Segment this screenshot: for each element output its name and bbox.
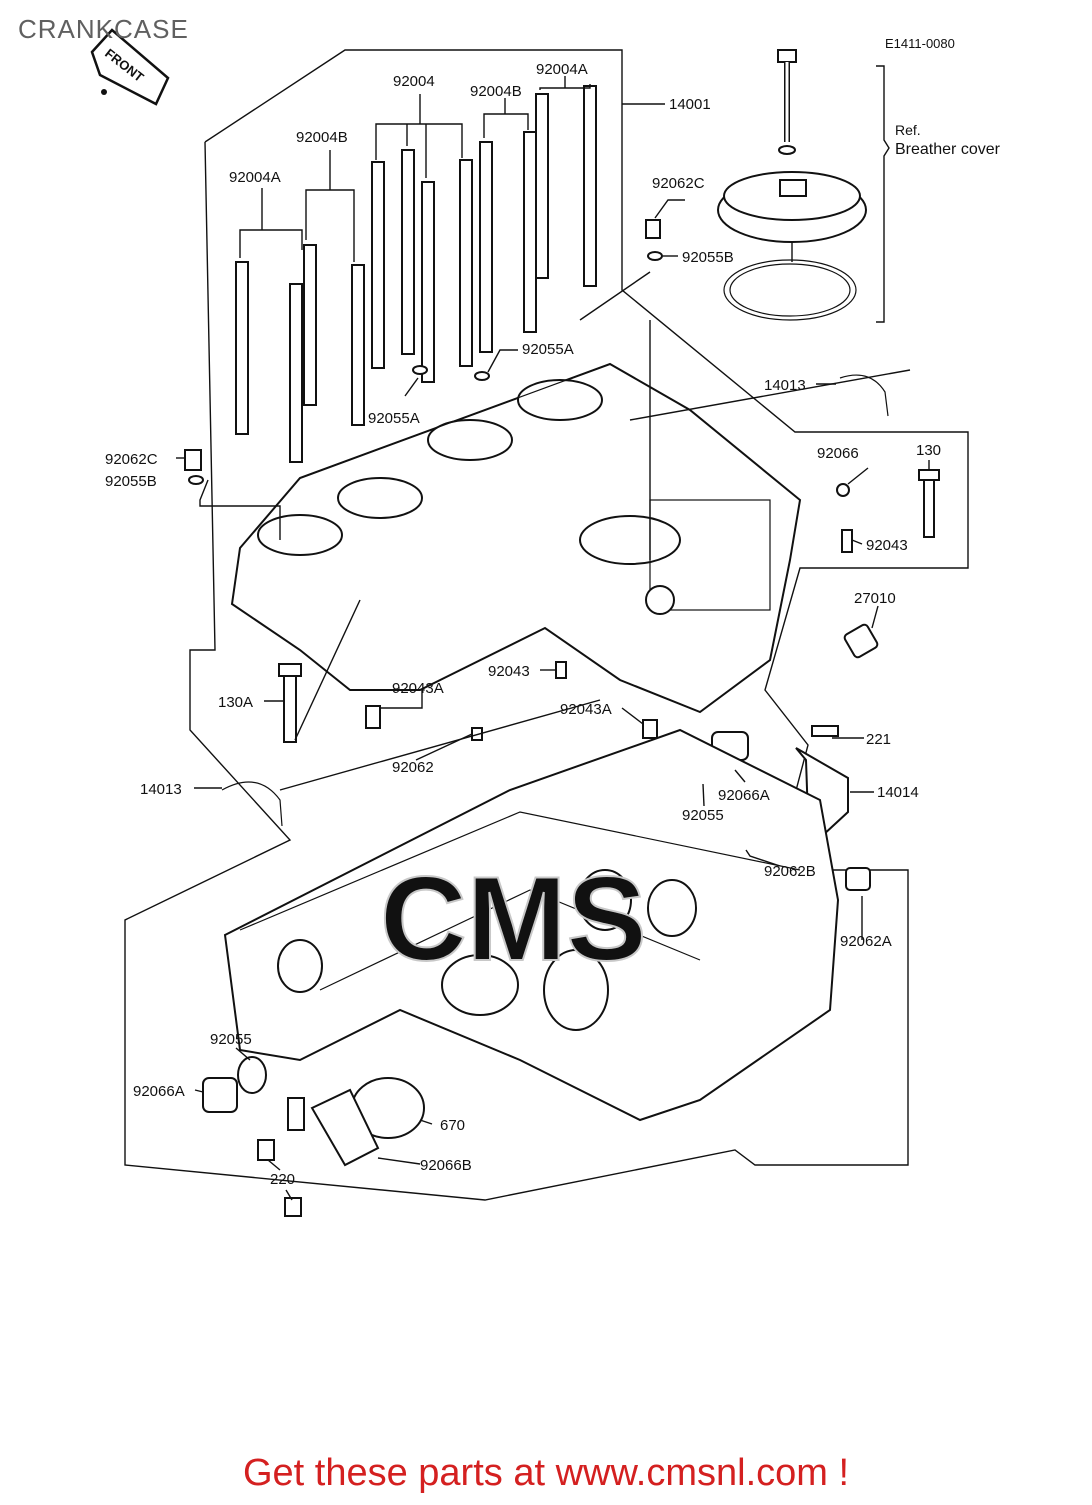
label-92043-right: 92043 xyxy=(866,537,908,554)
label-92066a-left: 92066A xyxy=(133,1083,185,1100)
label-92062a: 92062A xyxy=(840,933,892,950)
label-92055a-mid: 92055A xyxy=(522,341,574,358)
label-92066b: 92066B xyxy=(420,1157,472,1174)
label-220: 220 xyxy=(270,1171,295,1188)
label-92004a-left: 92004A xyxy=(229,169,281,186)
breather-cover-assembly xyxy=(717,49,867,321)
part-leader-lines xyxy=(176,199,930,1201)
label-92004b-left: 92004B xyxy=(296,129,348,146)
label-92055b-left: 92055B xyxy=(105,473,157,490)
page-title: CRANKCASE xyxy=(18,14,189,44)
label-92066: 92066 xyxy=(817,445,859,462)
label-14013-bottom: 14013 xyxy=(140,781,182,798)
label-130a: 130A xyxy=(218,694,253,711)
label-92055-mid: 92055 xyxy=(682,807,724,824)
breather-cover-label: Breather cover xyxy=(895,141,1001,158)
part-labels: 92004 92004A 92004B 92004B 92004A 14001 … xyxy=(105,61,941,1188)
label-92055-left: 92055 xyxy=(210,1031,252,1048)
diagram-code: E1411-0080 xyxy=(885,36,955,51)
label-14014: 14014 xyxy=(877,784,919,801)
label-92062b: 92062B xyxy=(764,863,816,880)
label-92004: 92004 xyxy=(393,73,435,90)
label-92066a-right: 92066A xyxy=(718,787,770,804)
label-92055a-left: 92055A xyxy=(368,410,420,427)
label-92004a-top: 92004A xyxy=(536,61,588,78)
lower-crankcase xyxy=(223,728,840,1122)
footer-link-text: Get these parts at www.cmsnl.com ! xyxy=(242,1452,850,1494)
upper-crankcase-group-outline xyxy=(124,49,969,1201)
label-92055b-right: 92055B xyxy=(682,249,734,266)
breather-ref-label: Ref. xyxy=(895,122,921,138)
label-92004b-top: 92004B xyxy=(470,83,522,100)
watermark: CMS xyxy=(380,852,647,986)
label-14013-top: 14013 xyxy=(764,377,806,394)
label-92062c-right: 92062C xyxy=(652,175,705,192)
label-92043a-mid: 92043A xyxy=(560,701,612,718)
upper-crankcase xyxy=(230,362,802,714)
label-27010: 27010 xyxy=(854,590,896,607)
label-14001: 14001 xyxy=(669,96,711,113)
label-670: 670 xyxy=(440,1117,465,1134)
stud-leader-lines xyxy=(239,76,665,262)
breather-cover-bracket: Ref. Breather cover xyxy=(876,65,1001,323)
stud-bolts xyxy=(235,85,597,463)
label-92062c-left: 92062C xyxy=(105,451,158,468)
label-92043-mid: 92043 xyxy=(488,663,530,680)
label-221: 221 xyxy=(866,731,891,748)
label-130: 130 xyxy=(916,442,941,459)
front-arrow: FRONT xyxy=(90,28,170,106)
label-92043a-left: 92043A xyxy=(392,680,444,697)
label-92062: 92062 xyxy=(392,759,434,776)
